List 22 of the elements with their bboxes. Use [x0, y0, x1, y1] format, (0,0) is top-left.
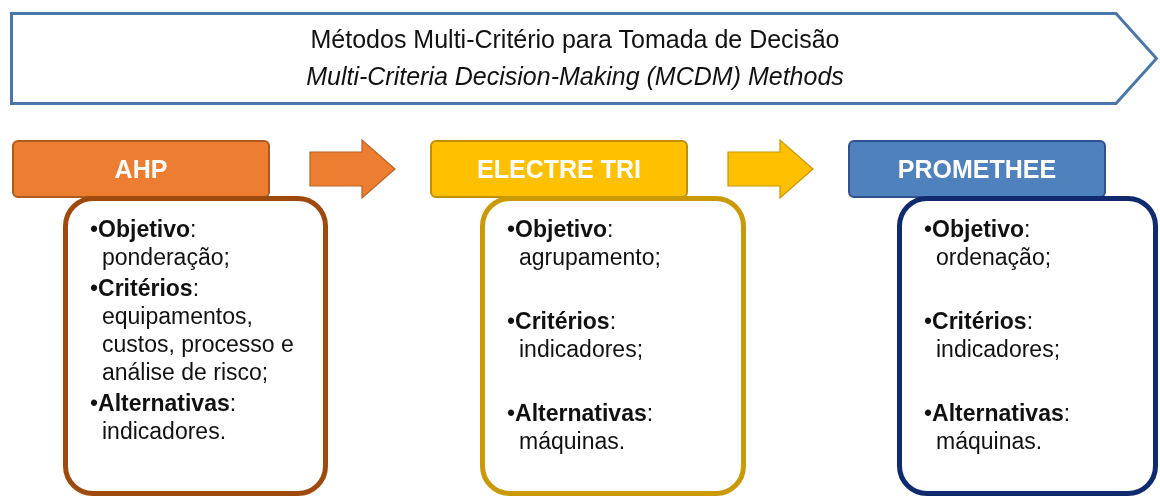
bullet-item: •Critérios: equipamentos, custos, processo e análise de risco;: [90, 274, 295, 386]
content-card: [480, 196, 746, 496]
bullet-item: •Alternativas: indicadores.: [90, 389, 238, 445]
bullet-item: •Objetivo: agrupamento;: [507, 215, 662, 271]
banner-title: Métodos Multi-Critério para Tomada de Decisão: [309, 24, 841, 55]
header-tab: [12, 140, 270, 198]
bullet-item: •Critérios: indicadores;: [924, 307, 1062, 363]
bullet-item: •Objetivo: ponderação;: [90, 215, 231, 271]
content-card: [63, 196, 328, 496]
banner-subtitle: Multi-Criteria Decision-Making (MCDM) Methods: [305, 61, 845, 92]
bullet-item: •Alternativas: máquinas.: [924, 399, 1072, 455]
bullet-item: •Critérios: indicadores;: [507, 307, 645, 363]
block-arrow: [309, 138, 396, 200]
block-arrow: [727, 138, 814, 200]
bullet-item: •Objetivo: ordenação;: [924, 215, 1053, 271]
content-card: [897, 196, 1158, 496]
bullet-item: •Alternativas: máquinas.: [507, 399, 655, 455]
header-tab: [430, 140, 688, 198]
header-tab: [848, 140, 1106, 198]
method-name: ELECTRE TRI: [477, 154, 641, 184]
method-name: PROMETHEE: [897, 154, 1057, 184]
method-name: AHP: [114, 154, 168, 184]
